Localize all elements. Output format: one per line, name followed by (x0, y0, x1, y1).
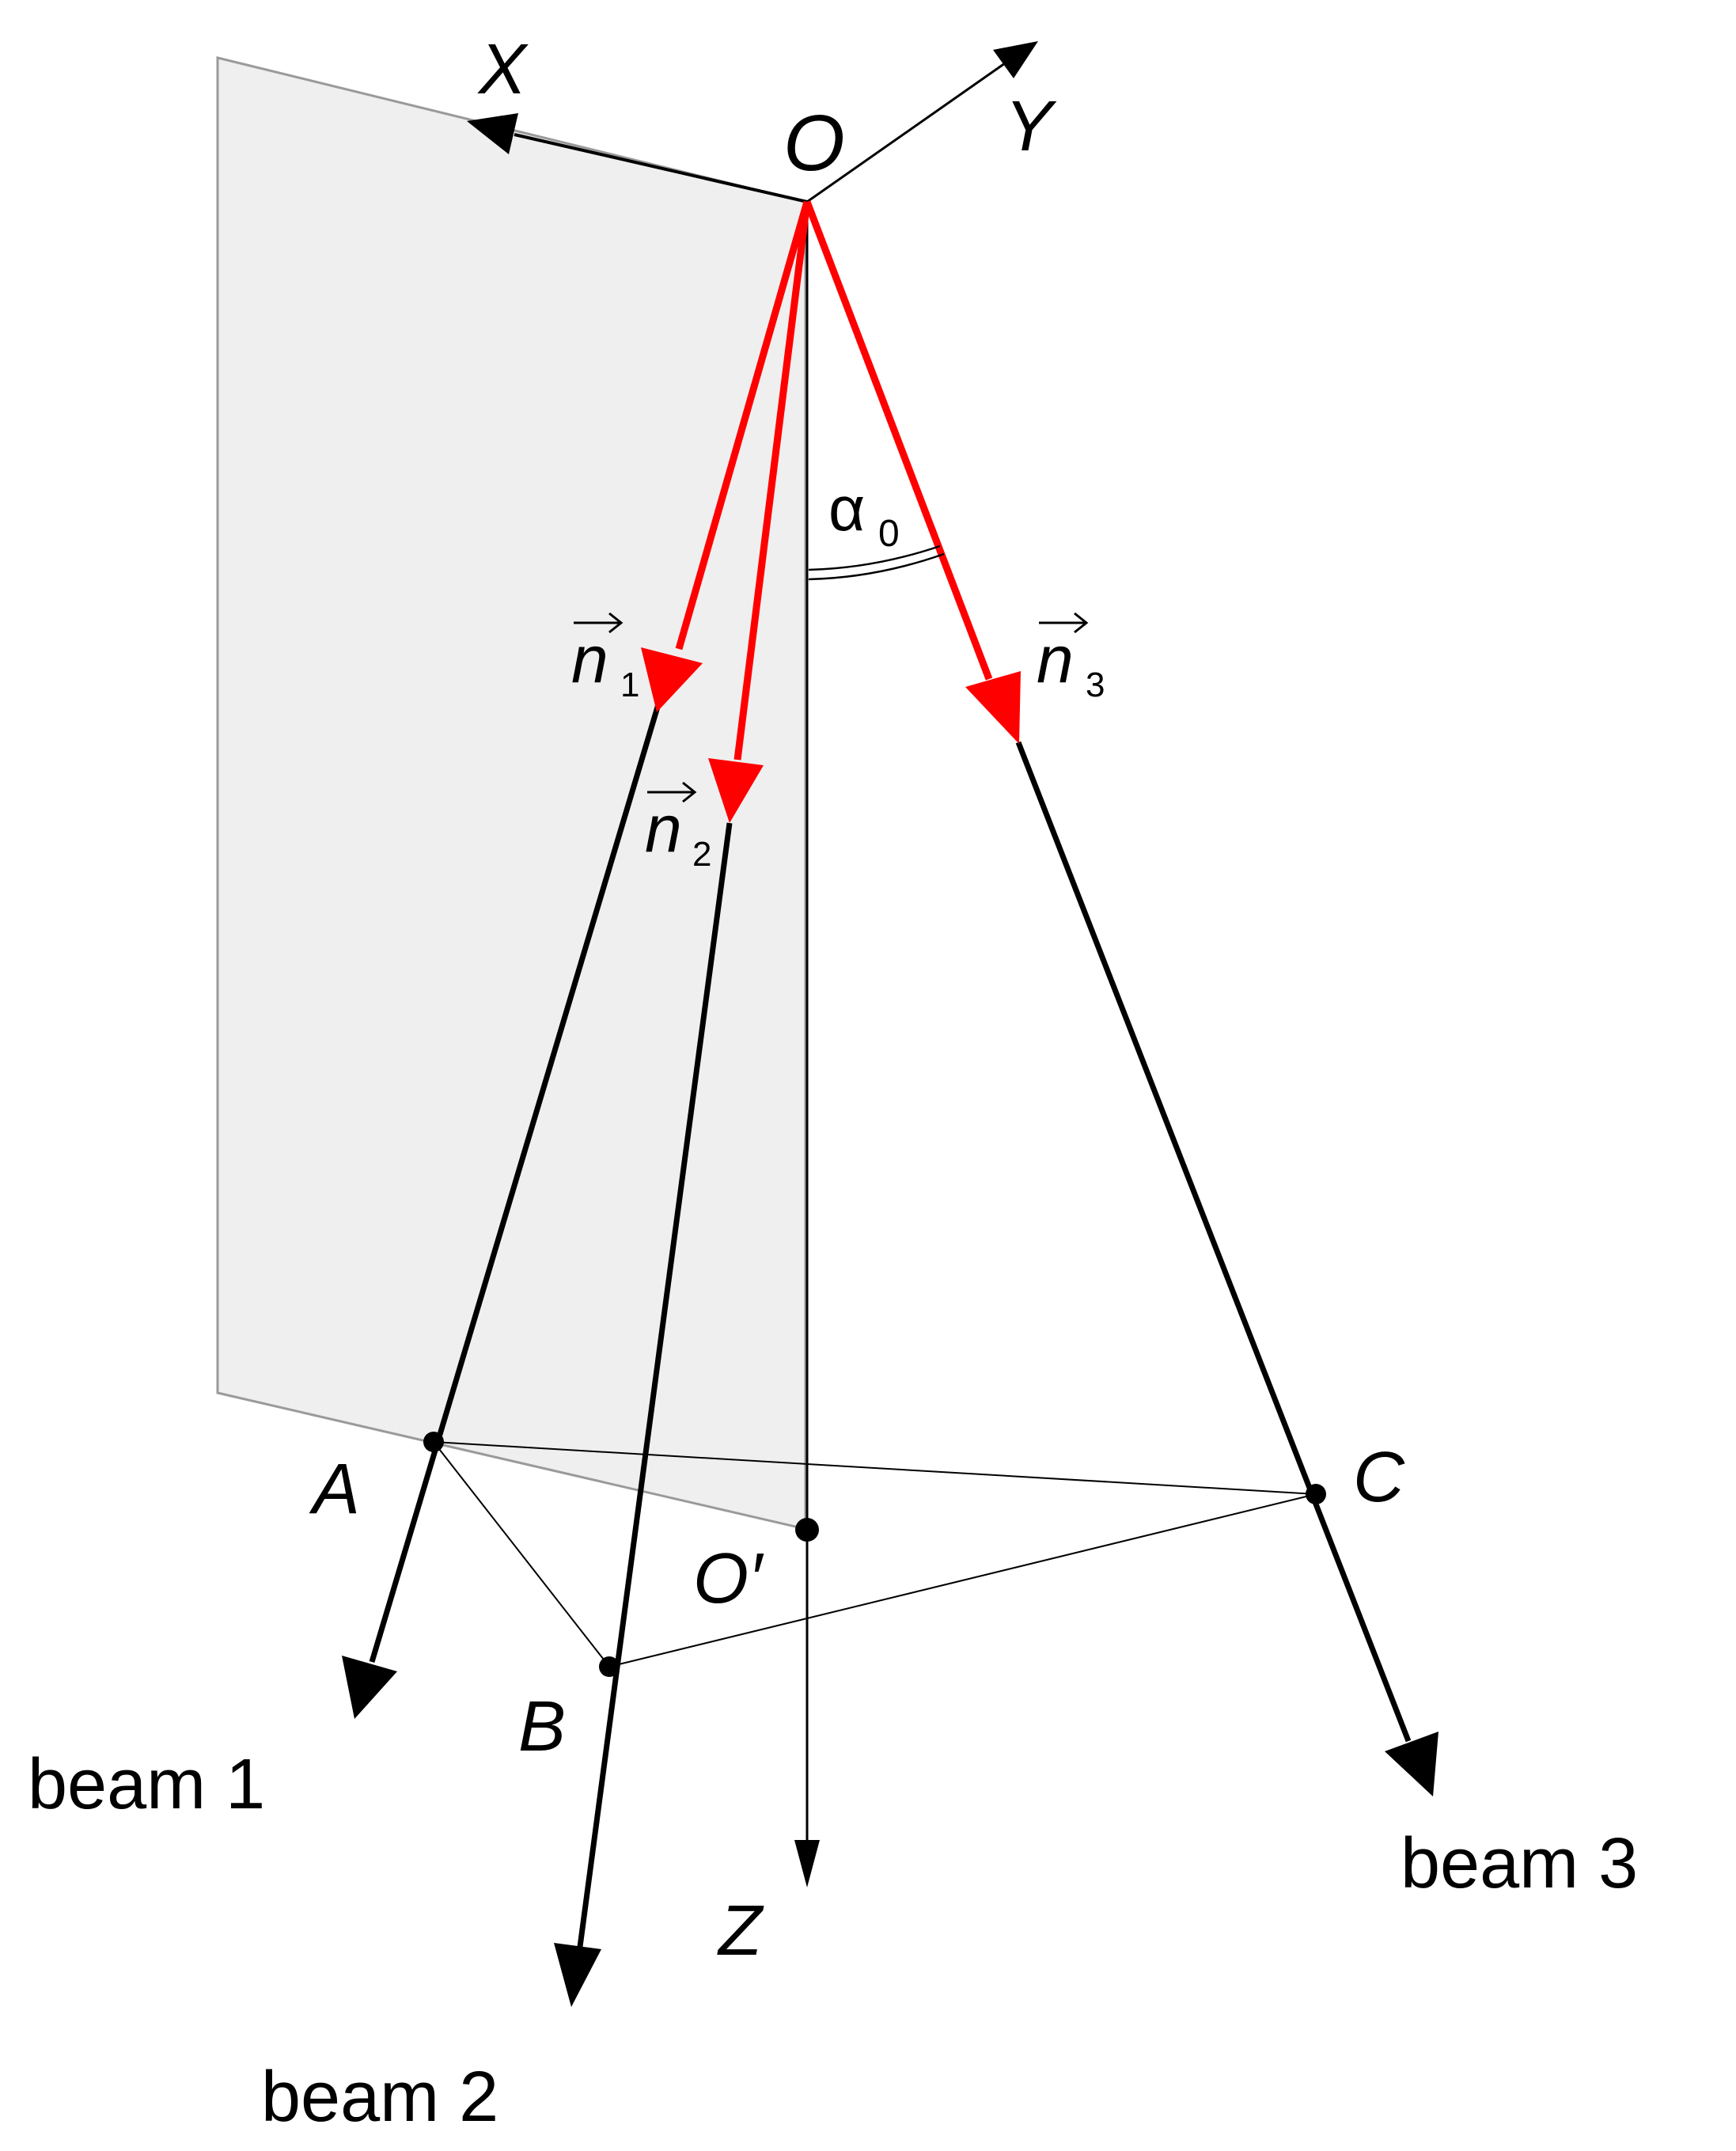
beam-1-arrowhead (342, 1656, 397, 1719)
n1-vector-arrowhead (641, 647, 703, 712)
point-a-label: A (309, 1450, 360, 1529)
xz-plane (216, 56, 807, 1531)
n2-subscript: 2 (692, 835, 711, 874)
point-b-label: B (518, 1687, 566, 1766)
alpha-label: α (828, 473, 865, 544)
z-axis-arrowhead (794, 1840, 820, 1887)
n2-vector-shaft (733, 201, 811, 761)
beam-1-line (369, 703, 661, 1664)
n2-label: n (645, 791, 682, 866)
n3-subscript: 3 (1086, 666, 1105, 704)
n3-vector-shaft (803, 200, 993, 681)
alpha-subscript: 0 (878, 513, 900, 555)
alpha-angle-arc (808, 544, 945, 581)
point-a-dot (423, 1432, 444, 1452)
z-axis-label: Z (717, 1891, 764, 1971)
n3-vector-arrowhead (965, 671, 1021, 744)
point-c-dot (1306, 1484, 1326, 1504)
line-a-c (433, 1441, 1317, 1495)
triangle-abc (433, 1441, 1317, 1667)
origin-prime-label: O′ (693, 1539, 764, 1618)
beam-3-label: beam 3 (1401, 1824, 1638, 1903)
line-b-c (608, 1493, 1317, 1667)
beam-2-line (577, 822, 733, 1948)
n2-vector-arrowhead (708, 758, 764, 823)
beam-2-label: beam 2 (261, 2058, 498, 2137)
n-over-arrows (574, 612, 1089, 803)
beam-3-arrowhead (1385, 1732, 1438, 1796)
n1-subscript: 1 (620, 666, 639, 704)
point-c-label: C (1353, 1438, 1405, 1517)
y-axis-label: Y (1005, 87, 1057, 166)
n1-vector-shaft (675, 200, 811, 651)
line-a-b (433, 1441, 610, 1667)
x-axis-arrowhead (467, 113, 518, 154)
y-axis-arrowhead (993, 41, 1038, 78)
point-b-dot (599, 1656, 620, 1677)
y-axis-line (806, 62, 1006, 203)
x-axis-line (514, 133, 808, 203)
x-axis-label: X (477, 30, 529, 109)
beam-3-line (1015, 741, 1412, 1743)
beam-1-label: beam 1 (28, 1745, 265, 1824)
n3-label: n (1037, 622, 1074, 696)
n1-label: n (571, 622, 608, 696)
origin-label: O (783, 99, 845, 188)
point-o-prime-dot (795, 1518, 819, 1542)
beam-2-arrowhead (554, 1943, 601, 2007)
unit-vectors (641, 200, 1021, 823)
